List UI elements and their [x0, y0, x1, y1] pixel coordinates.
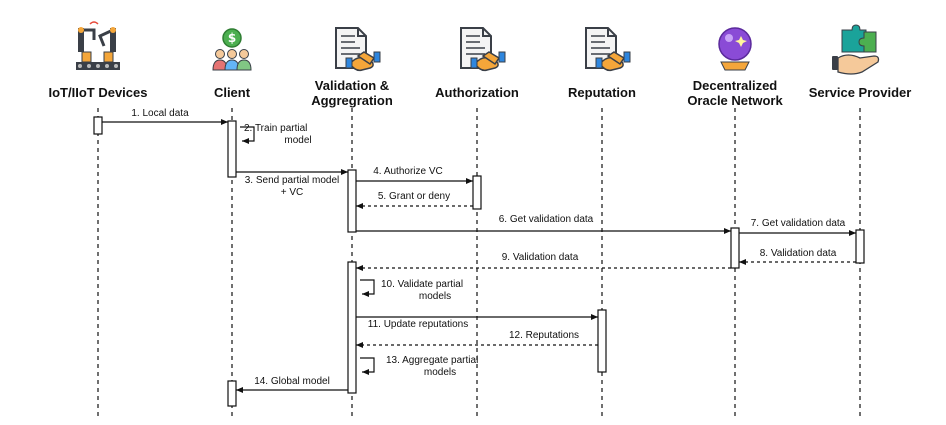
contract-handshake-icon [335, 27, 381, 72]
message-label-3: 3. Send partial model [245, 175, 340, 186]
message-5: 5. Grant or deny [356, 191, 473, 209]
users-money-icon: $ [212, 28, 252, 71]
message-label-2: 2. Train partial [244, 123, 307, 134]
message-label-3: + VC [281, 187, 304, 198]
message-label-4: 4. Authorize VC [373, 166, 442, 177]
message-11: 11. Update reputations [356, 314, 598, 330]
self-arrow-10 [360, 279, 375, 297]
hand-puzzle-icon [832, 24, 880, 75]
activation-bar-client [227, 120, 237, 178]
actor-label-validation: Validation & [315, 78, 389, 93]
activation-bar-validation [347, 261, 357, 394]
message-8: 8. Validation data [739, 248, 856, 265]
message-9: 9. Validation data [356, 252, 731, 271]
svg-text:$: $ [228, 31, 236, 45]
message-label-10: 10. Validate partial [381, 279, 463, 290]
crystal-ball-icon [718, 27, 752, 71]
message-label-8: 8. Validation data [760, 248, 837, 259]
actor-label-oracle: Decentralized [693, 78, 778, 93]
message-label-6: 6. Get validation data [499, 214, 594, 225]
message-4: 4. Authorize VC [356, 166, 473, 184]
activation-bar-iot [93, 116, 103, 135]
message-label-12: 12. Reputations [509, 330, 579, 341]
activation-bar-oracle [730, 227, 740, 269]
message-label-13: models [424, 367, 456, 378]
activation-bar-validation [347, 169, 357, 233]
actor-label-client: Client [214, 85, 251, 100]
actor-label-reputation: Reputation [568, 85, 636, 100]
actor-label-iot: IoT/IIoT Devices [49, 85, 148, 100]
message-label-10: models [419, 291, 451, 302]
actor-label-oracle: Oracle Network [687, 93, 783, 108]
message-label-5: 5. Grant or deny [378, 191, 450, 202]
self-arrow-2 [240, 126, 255, 144]
message-label-2: model [284, 135, 311, 146]
contract-handshake-icon [460, 27, 506, 72]
self-arrow-13 [360, 357, 375, 375]
message-12: 12. Reputations [356, 330, 598, 348]
message-label-11: 11. Update reputations [368, 319, 468, 330]
activation-bar-authorization [472, 175, 482, 210]
actor-label-validation: Aggregration [311, 93, 393, 108]
activation-bar-provider [855, 229, 865, 264]
message-label-13: 13. Aggregate partial [386, 355, 478, 366]
factory-robot-arm-icon [76, 21, 120, 70]
activation-bar-reputation [597, 309, 607, 373]
message-6: 6. Get validation data [356, 214, 731, 234]
message-label-14: 14. Global model [254, 376, 330, 387]
activation-bar-client [227, 380, 237, 407]
message-label-9: 9. Validation data [502, 252, 579, 263]
message-3: 3. Send partial model+ VC [236, 169, 348, 198]
message-7: 7. Get validation data [739, 218, 856, 236]
message-label-1: 1. Local data [131, 108, 189, 119]
message-14: 14. Global model [236, 376, 348, 393]
message-label-7: 7. Get validation data [751, 218, 846, 229]
message-1: 1. Local data [102, 108, 228, 125]
actor-label-authorization: Authorization [435, 85, 519, 100]
actor-label-provider: Service Provider [809, 85, 912, 100]
contract-handshake-icon [585, 27, 631, 72]
